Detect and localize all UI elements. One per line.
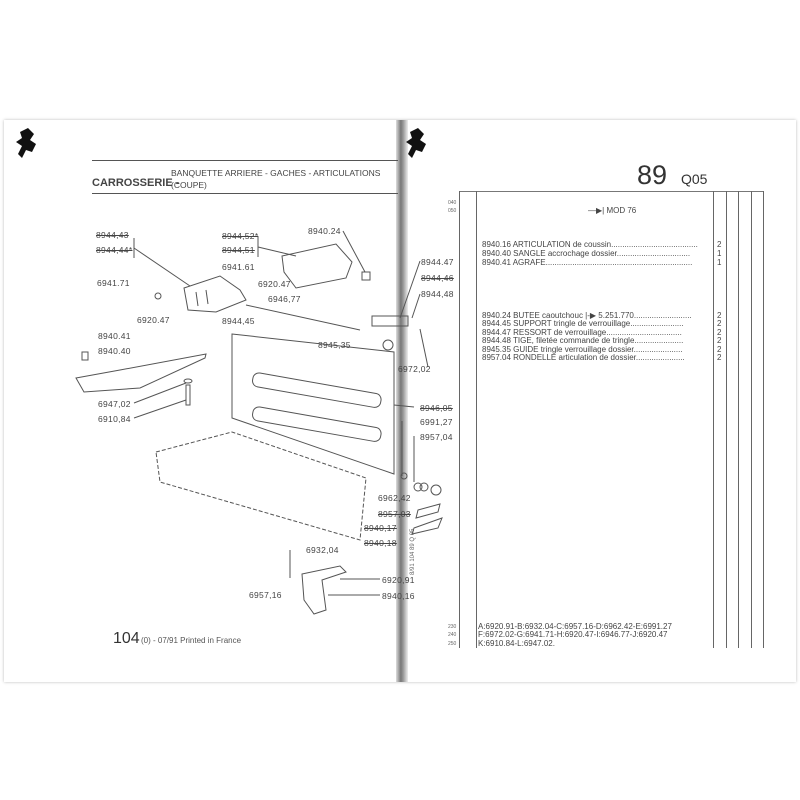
part-item: 8944.47 RESSORT de verrouillage.........… xyxy=(482,328,682,337)
left-page xyxy=(4,120,400,682)
callout: 6910,84 xyxy=(98,414,131,424)
callout: 6946,77 xyxy=(268,294,301,304)
callout: 6920,91 xyxy=(382,575,415,585)
callout: 6972,02 xyxy=(398,364,431,374)
callout: 8940,16 xyxy=(382,591,415,601)
clip-drawing xyxy=(81,351,89,361)
table-column-divider xyxy=(459,191,460,648)
callout: 8940.40 xyxy=(98,346,131,356)
seat-cushion-drawing xyxy=(155,431,367,541)
part-qty: 2 xyxy=(717,345,722,354)
table-column-divider xyxy=(713,191,714,648)
part-qty: 2 xyxy=(717,319,722,328)
row-number: 040 xyxy=(448,200,457,206)
callout: 8945,35 xyxy=(318,340,351,350)
backrest-drawing xyxy=(231,333,395,475)
callout: 6920.47 xyxy=(258,279,291,289)
rod-drawing xyxy=(245,304,361,331)
table-column-divider xyxy=(738,191,739,648)
table-top-border xyxy=(459,191,764,192)
section-title: CARROSSERIE - xyxy=(92,177,180,189)
callout: 8944.47 xyxy=(421,257,454,267)
table-column-divider xyxy=(726,191,727,648)
callout: 6962,42 xyxy=(378,493,411,503)
part-qty: 2 xyxy=(717,353,722,362)
callout: 6932,04 xyxy=(306,545,339,555)
part-qty: 1 xyxy=(717,249,722,258)
callout: 8944,46 xyxy=(421,273,454,283)
peugeot-lion-logo-icon-right xyxy=(406,128,426,158)
callout: 8946,05 xyxy=(420,403,453,413)
callout: 8940,18 xyxy=(364,538,397,548)
mod-marker: —▶| MOD 76 xyxy=(588,206,636,215)
part-qty: 2 xyxy=(717,328,722,337)
mod-marker-label: MOD 76 xyxy=(606,206,637,215)
part-item: 8940.16 ARTICULATION de coussin.........… xyxy=(482,240,698,249)
peugeot-lion-logo-icon xyxy=(16,128,36,158)
part-item: 8945.35 GUIDE tringle verrouillage dossi… xyxy=(482,345,683,354)
strap-drawing xyxy=(75,353,207,393)
section-subtitle-line1: BANQUETTE ARRIERE - GACHES - ARTICULATIO… xyxy=(171,168,381,178)
row-number: 240 xyxy=(448,632,457,638)
table-column-divider xyxy=(763,191,764,648)
footnote: K:6910.84-L:6947.02. xyxy=(478,639,555,648)
plate-drawing xyxy=(371,315,409,327)
table-column-divider xyxy=(751,191,752,648)
table-column-divider xyxy=(476,191,477,648)
footnote: A:6920.91-B:6932.04-C:6957.16-D:6962.42-… xyxy=(478,622,672,631)
callout: 8940.41 xyxy=(98,331,131,341)
callout: 6957,16 xyxy=(249,590,282,600)
part-item: 8944.45 SUPPORT tringle de verrouillage.… xyxy=(482,319,684,328)
row-number: 230 xyxy=(448,624,457,630)
line-drawings xyxy=(75,230,443,615)
row-number: 050 xyxy=(448,208,457,214)
arrow-stop-icon: —▶| xyxy=(588,206,607,215)
book-gutter xyxy=(396,120,408,682)
callout: 8940.24 xyxy=(308,226,341,236)
side-code: 8/91 104 89 Q 05 xyxy=(410,528,416,575)
hinge-right-drawing xyxy=(281,243,353,289)
part-item: 8940.40 SANGLE accrochage dossier.......… xyxy=(482,249,691,258)
footer-print-info: (0) - 07/91 Printed in France xyxy=(141,636,242,645)
hinge-left-drawing xyxy=(183,275,247,313)
section-subtitle-line2: (COUPE) xyxy=(171,180,207,190)
callout: 8944,51 xyxy=(222,245,255,255)
callout: 8940,17 xyxy=(364,523,397,533)
part-qty: 2 xyxy=(717,336,722,345)
right-page xyxy=(400,120,796,682)
header-rule-top xyxy=(92,160,398,161)
nut-icon xyxy=(154,292,162,300)
header-rule-bottom xyxy=(92,193,398,194)
guide-drawing xyxy=(382,339,394,351)
part-qty: 1 xyxy=(717,258,722,267)
screw-drawing xyxy=(185,384,191,406)
callout: 8944,52* xyxy=(222,231,259,241)
bracket-drawing xyxy=(301,565,347,615)
washer-drawing xyxy=(183,378,193,384)
footer-model: 104 xyxy=(113,630,140,647)
callout: 8944,44* xyxy=(96,245,133,255)
part-item: 8944.48 TIGE, filetée commande de tringl… xyxy=(482,336,684,345)
part-qty: 2 xyxy=(717,311,722,320)
page-code: Q05 xyxy=(681,171,708,187)
rubber-stop-drawing xyxy=(361,271,371,281)
footnote: F:6972.02-G:6941.71-H:6920.47-I:6946.77-… xyxy=(478,630,668,639)
callout: 8944,43 xyxy=(96,230,129,240)
row-number: 250 xyxy=(448,641,457,647)
callout: 6947,02 xyxy=(98,399,131,409)
callout: 8957,04 xyxy=(420,432,453,442)
callout: 6941.61 xyxy=(222,262,255,272)
part-qty: 2 xyxy=(717,240,722,249)
page-number: 89 xyxy=(637,160,668,190)
part-item: 8940.24 BUTEE caoutchouc |-▶ 5.251.770..… xyxy=(482,311,692,320)
callout: 8944,48 xyxy=(421,289,454,299)
callout: 6991,27 xyxy=(420,417,453,427)
callout: 6941.71 xyxy=(97,278,130,288)
callout: 8944,45 xyxy=(222,316,255,326)
part-item: 8957.04 RONDELLE articulation de dossier… xyxy=(482,353,685,362)
callout: 6920.47 xyxy=(137,315,170,325)
part-item: 8940.41 AGRAFE..........................… xyxy=(482,258,693,267)
callout: 8957,03 xyxy=(378,509,411,519)
